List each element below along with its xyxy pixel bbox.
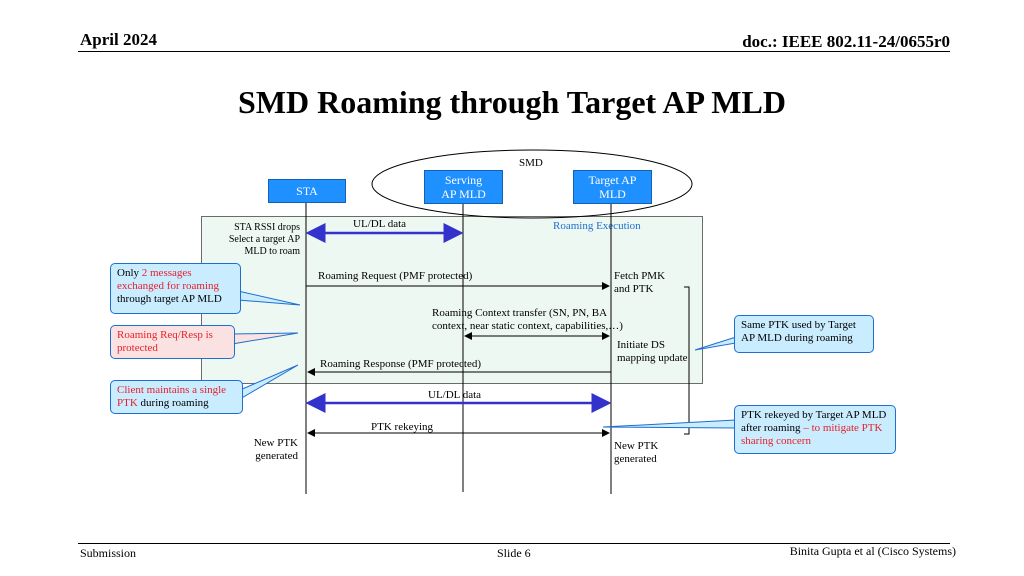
uldl-label-1: UL/DL data (353, 218, 407, 230)
ptk-rekeying-label: PTK rekeying (371, 421, 434, 433)
target-ap-mld-entity: Target AP MLD (573, 170, 652, 204)
new-ptk-target-line1: New PTK (614, 440, 659, 452)
fetch-pmk-line1: Fetch PMK (614, 270, 666, 282)
initiate-ds-label: Initiate DS mapping update (617, 339, 688, 365)
new-ptk-sta-line1: New PTK (253, 437, 298, 449)
footer-rule (78, 543, 950, 544)
serving-ap-mld-entity: Serving AP MLD (424, 170, 503, 204)
header-doc: doc.: IEEE 802.11-24/0655r0 (742, 32, 950, 51)
new-ptk-target-label: New PTK generated (614, 440, 658, 466)
sta-note-line1: STA RSSI drops (234, 222, 300, 233)
callout1-text-red: 2 messages exchanged for roaming (117, 267, 220, 292)
serving-entity-line1: Serving (444, 173, 483, 187)
target-bracket (684, 286, 690, 435)
header-rule (78, 51, 950, 52)
callout3-pointer (239, 364, 299, 400)
sta-entity-label: STA (296, 184, 318, 198)
serving-entity-line2: AP MLD (441, 187, 486, 201)
callout3-text-b: during roaming (137, 397, 209, 409)
roam-resp-label: Roaming Response (PMF protected) (320, 358, 482, 370)
region-label: Roaming Execution (553, 220, 641, 232)
page-title: SMD Roaming through Target AP MLD (238, 84, 786, 120)
initiate-ds-line1: Initiate DS (617, 339, 665, 351)
callout1-pointer (237, 290, 301, 306)
roam-req-label: Roaming Request (PMF protected) (318, 270, 473, 282)
callout5-text-red: – to mitigate PTK sharing concern (741, 422, 883, 447)
fetch-pmk-line2: and PTK (614, 283, 654, 295)
callout1-text-a: Only (117, 267, 142, 279)
ctx-transfer-line2: context, near static context, capabiliti… (432, 320, 623, 332)
smd-ellipse (371, 149, 693, 219)
callout3-text-ptk: PTK (117, 397, 138, 409)
header-date: April 2024 (80, 30, 157, 49)
fetch-pmk-label: Fetch PMK and PTK (614, 270, 665, 296)
callout-ptk-rekeyed: PTK rekeyed by Target AP MLD after roami… (734, 405, 896, 454)
initiate-ds-line2: mapping update (617, 352, 688, 364)
callout3-text-red: Client maintains a single (117, 384, 227, 396)
uldl-label-2: UL/DL data (428, 389, 482, 401)
footer-author: Binita Gupta et al (Cisco Systems) (789, 544, 956, 558)
callout1-text-b: through target AP MLD (117, 293, 222, 305)
callout-two-messages: Only 2 messages exchanged for roaming th… (110, 263, 241, 314)
smd-label: SMD (519, 157, 543, 169)
roaming-execution-region (201, 216, 703, 384)
target-entity-line1: Target AP (588, 173, 637, 187)
callout5-text-a: PTK rekeyed by Target AP MLD after roami… (741, 409, 887, 434)
callout-req-resp-protected: Roaming Req/Resp is protected (110, 325, 235, 359)
callout2-pointer (231, 332, 299, 345)
new-ptk-sta-line2: generated (255, 450, 298, 462)
footer-submission: Submission (80, 546, 137, 560)
callout2-text-red: Roaming Req/Resp is protected (117, 329, 213, 354)
sta-note-line3: MLD to roam (244, 246, 300, 257)
callout-same-ptk: Same PTK used by Target AP MLD during ro… (734, 315, 874, 353)
target-entity-line2: MLD (599, 187, 626, 201)
sta-entity: STA (268, 179, 346, 203)
sta-note-line2: Select a target AP (228, 234, 300, 245)
new-ptk-sta-label: New PTK generated (246, 437, 298, 463)
callout4-text: Same PTK used by Target AP MLD during ro… (741, 319, 856, 344)
callout4-pointer (694, 336, 737, 351)
footer-slide-number: Slide 6 (497, 546, 531, 560)
ctx-transfer-label: Roaming Context transfer (SN, PN, BA con… (432, 307, 623, 333)
new-ptk-target-line2: generated (614, 453, 657, 465)
callout5-pointer (602, 419, 737, 429)
sta-rssi-note: STA RSSI drops Select a target AP MLD to… (208, 222, 300, 258)
ctx-transfer-line1: Roaming Context transfer (SN, PN, BA (432, 307, 608, 319)
